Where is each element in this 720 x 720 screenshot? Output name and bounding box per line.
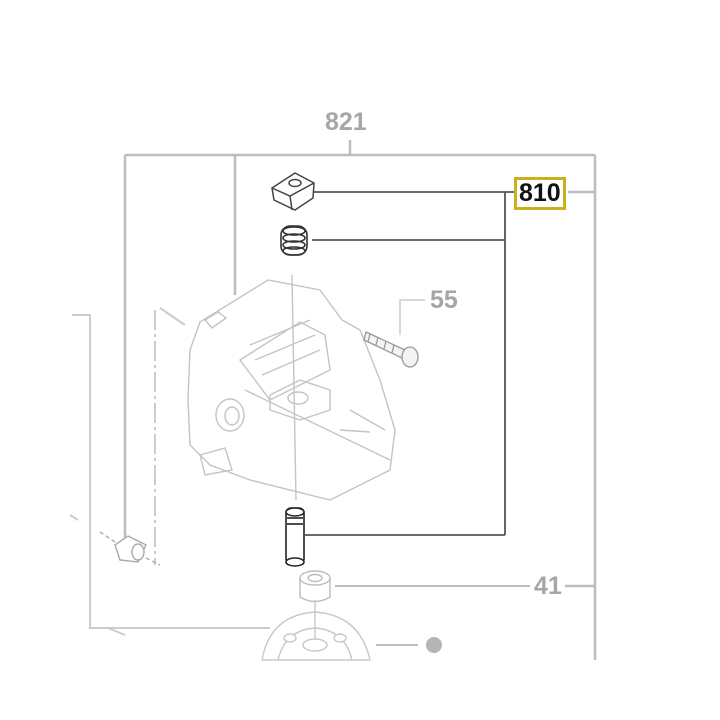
bushing — [299, 570, 331, 603]
label-810[interactable]: 810 — [514, 177, 566, 210]
square-nut — [271, 172, 315, 211]
bevel-gear — [261, 600, 371, 661]
ball — [426, 637, 442, 653]
leader-821 — [123, 140, 595, 540]
screw — [363, 331, 419, 368]
left-frame — [69, 307, 270, 636]
label-821[interactable]: 821 — [325, 108, 367, 136]
leader-right-bracket — [565, 155, 597, 660]
leader-810 — [305, 191, 514, 536]
gear-housing — [187, 274, 396, 501]
leader-55 — [399, 299, 425, 335]
sleeve — [99, 531, 161, 566]
label-55[interactable]: 55 — [430, 286, 458, 314]
spindle-lock-pin — [285, 507, 305, 567]
spring — [280, 225, 308, 256]
label-41[interactable]: 41 — [534, 572, 562, 600]
leader-41 — [335, 585, 530, 646]
